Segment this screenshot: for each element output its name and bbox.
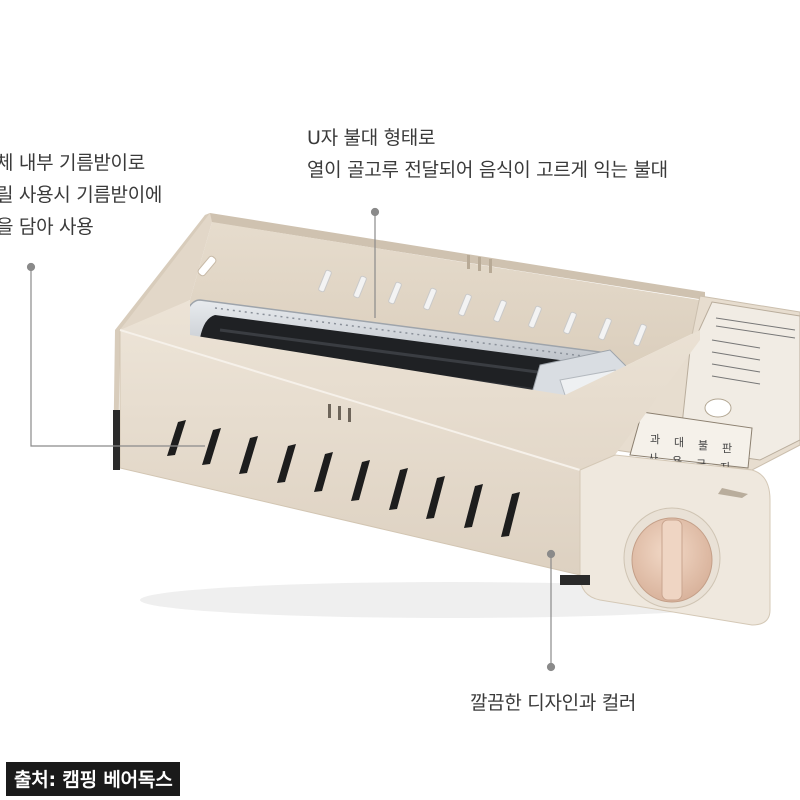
left-edge [113,410,120,470]
svg-text:불: 불 [698,439,708,452]
caption-oil-tray: 체 내부 기름받이로 릴 사용시 기름받이에 을 담아 사용 [0,147,162,243]
svg-text:대: 대 [674,436,684,449]
stove-foot [560,575,590,585]
leader-lines [26,207,556,672]
caption-line: 열이 골고루 전달되어 음식이 고르게 익는 불대 [307,159,668,181]
front-slanted-vents [167,420,520,537]
svg-text:판: 판 [722,442,732,455]
source-credit: 출처: 캠핑 베어독스 [6,762,181,796]
caption-line: 을 담아 사용 [0,216,94,238]
svg-text:사: 사 [648,452,658,465]
knob-grip [661,519,683,601]
panel-label-box [629,411,753,469]
warning-label-text [711,317,796,385]
front-vent-mark [328,404,351,422]
stove-interior-left [120,213,212,330]
svg-text:과: 과 [650,433,660,446]
left-handle-cutout [197,255,217,277]
caption-line: 릴 사용시 기름받이에 [0,184,163,206]
brand-mark-icon [718,488,748,498]
burner-prongs [318,269,647,347]
back-vent-slits [467,255,492,273]
caption-line: U자 불대 형태로 [307,127,436,149]
cartridge-hole [704,398,732,418]
stove-back-wall [210,213,705,300]
caption-design-color: 깔끔한 디자인과 컬러 [470,692,637,714]
caption-line: 체 내부 기름받이로 [0,152,145,174]
caption-u-burner: U자 불대 형태로 열이 골고루 전달되어 음식이 고르게 익는 불대 [307,122,668,186]
